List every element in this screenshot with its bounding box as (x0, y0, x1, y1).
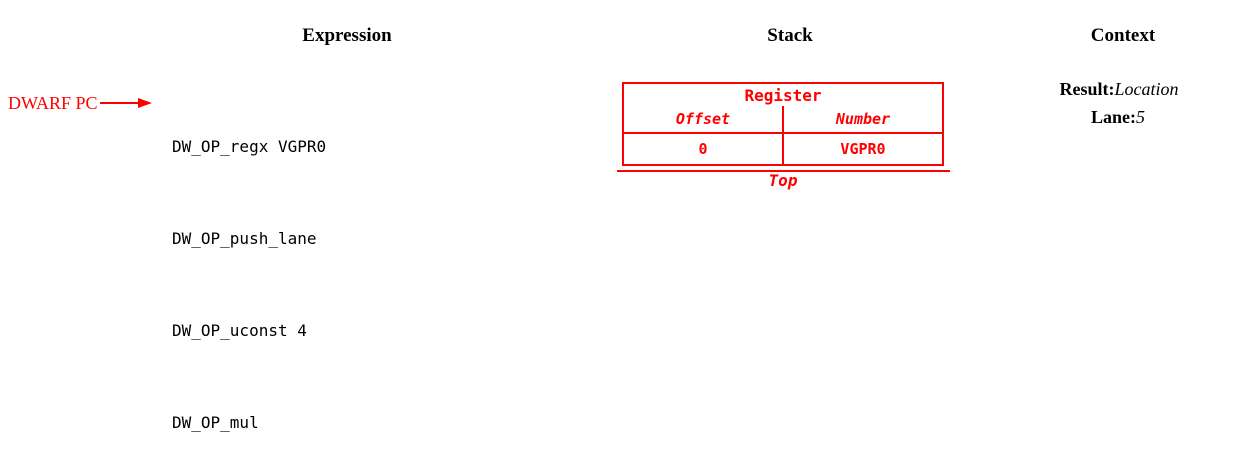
pc-arrow-shaft (99, 102, 138, 104)
stack-number-column: Number VGPR0 (784, 106, 942, 164)
context-result-value: Location (1114, 79, 1179, 99)
stack-entry-columns: Offset 0 Number VGPR0 (624, 106, 942, 164)
pc-arrow-icon (137, 98, 152, 108)
dwarf-pc-label: DWARF PC (8, 93, 98, 113)
expression-op: DW_OP_mul (172, 412, 259, 432)
dwarf-pc-marker: DWARF PC (8, 92, 152, 114)
stack-entry-title: Register (744, 85, 822, 105)
stack-offset-column: Offset 0 (624, 106, 784, 164)
stack-entry-box: Register Offset 0 Number VGPR0 (622, 82, 944, 166)
expression-op-list: DW_OP_regx VGPR0 DW_OP_push_lane DW_OP_u… (172, 71, 326, 468)
stack-number-value: VGPR0 (784, 132, 942, 164)
expression-op: DW_OP_uconst 4 (172, 320, 307, 340)
stack-base-line (617, 170, 950, 172)
stack-top-label: Top (768, 171, 798, 190)
context-lane-value: 5 (1136, 107, 1145, 127)
stack-number-header: Number (835, 110, 891, 128)
expression-op: DW_OP_push_lane (172, 228, 317, 248)
context-result-line: Result:Location (1059, 79, 1178, 100)
stack-column-header: Stack (767, 25, 813, 46)
expression-op: DW_OP_regx VGPR0 (172, 137, 327, 157)
context-result-label: Result: (1059, 79, 1115, 99)
context-lane-label: Lane: (1091, 107, 1136, 127)
stack-offset-header: Offset (675, 110, 731, 128)
expression-column-header: Expression (302, 25, 392, 46)
context-lane-line: Lane:5 (1091, 107, 1145, 128)
stack-offset-value: 0 (624, 132, 782, 164)
context-column-header: Context (1090, 25, 1156, 46)
